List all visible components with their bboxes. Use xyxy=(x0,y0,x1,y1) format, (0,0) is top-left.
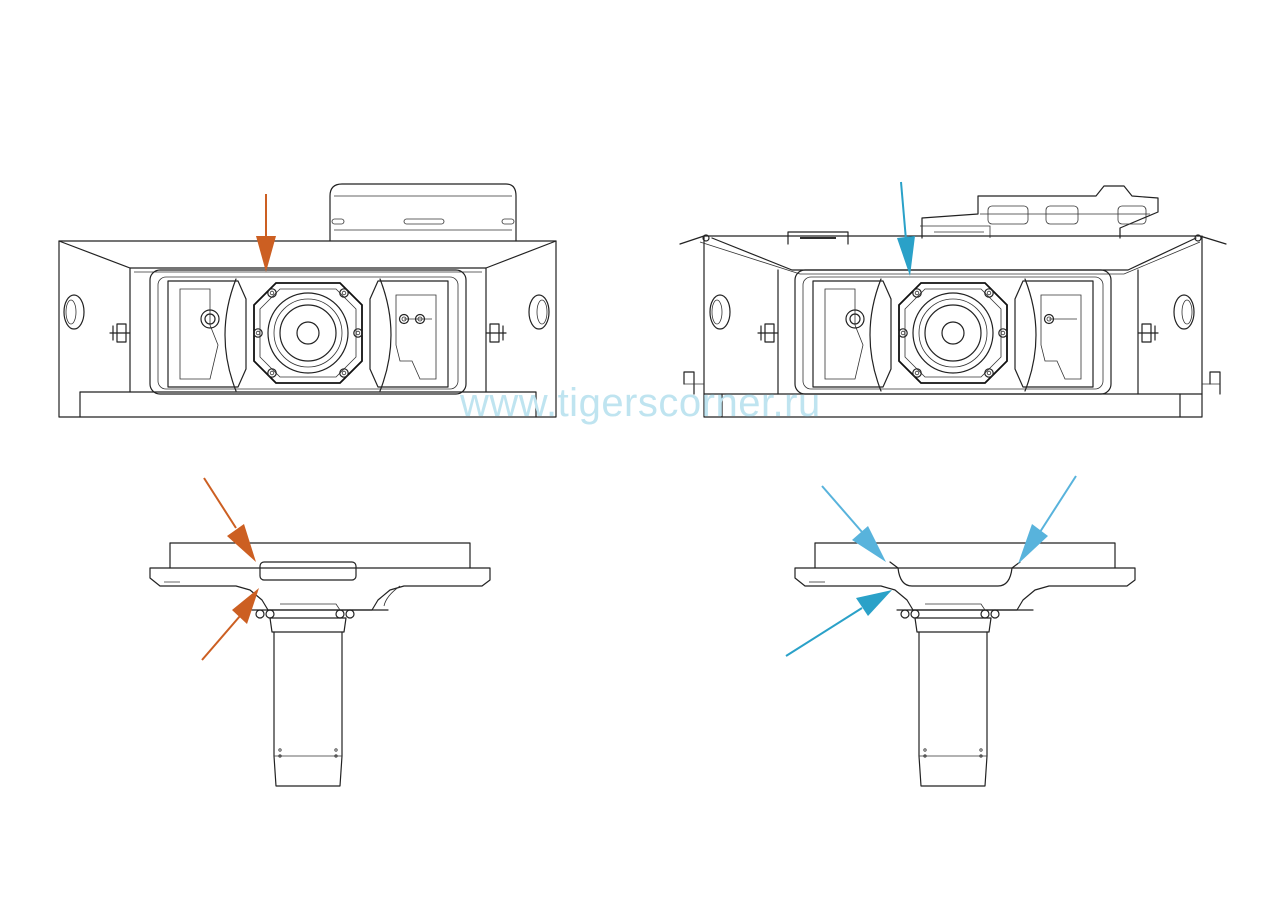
right-port xyxy=(528,294,550,330)
arrow-blue-side-upper-right xyxy=(1018,475,1077,564)
turret-box xyxy=(329,183,517,242)
arrow-orange-front xyxy=(256,194,276,272)
front-view-right xyxy=(679,185,1227,418)
callout-arrows xyxy=(201,181,1077,661)
arrow-blue-side-lower xyxy=(785,590,892,657)
side-view-right xyxy=(794,542,1136,787)
front-view-left xyxy=(58,183,557,418)
arrow-blue-side-upper-left xyxy=(821,485,886,562)
right-port-r xyxy=(1173,294,1195,330)
turret-equipment xyxy=(787,185,1159,245)
arrow-orange-side-upper xyxy=(203,477,256,562)
watermark: www.tigerscorner.ru xyxy=(460,381,821,425)
arrow-orange-side-lower xyxy=(201,588,259,661)
arrow-blue-front xyxy=(897,181,915,276)
left-port xyxy=(63,294,85,330)
mantlet-front-left xyxy=(150,270,466,394)
left-port-r xyxy=(709,294,731,330)
side-view-left xyxy=(149,542,491,787)
mantlet-front-right xyxy=(795,270,1111,394)
